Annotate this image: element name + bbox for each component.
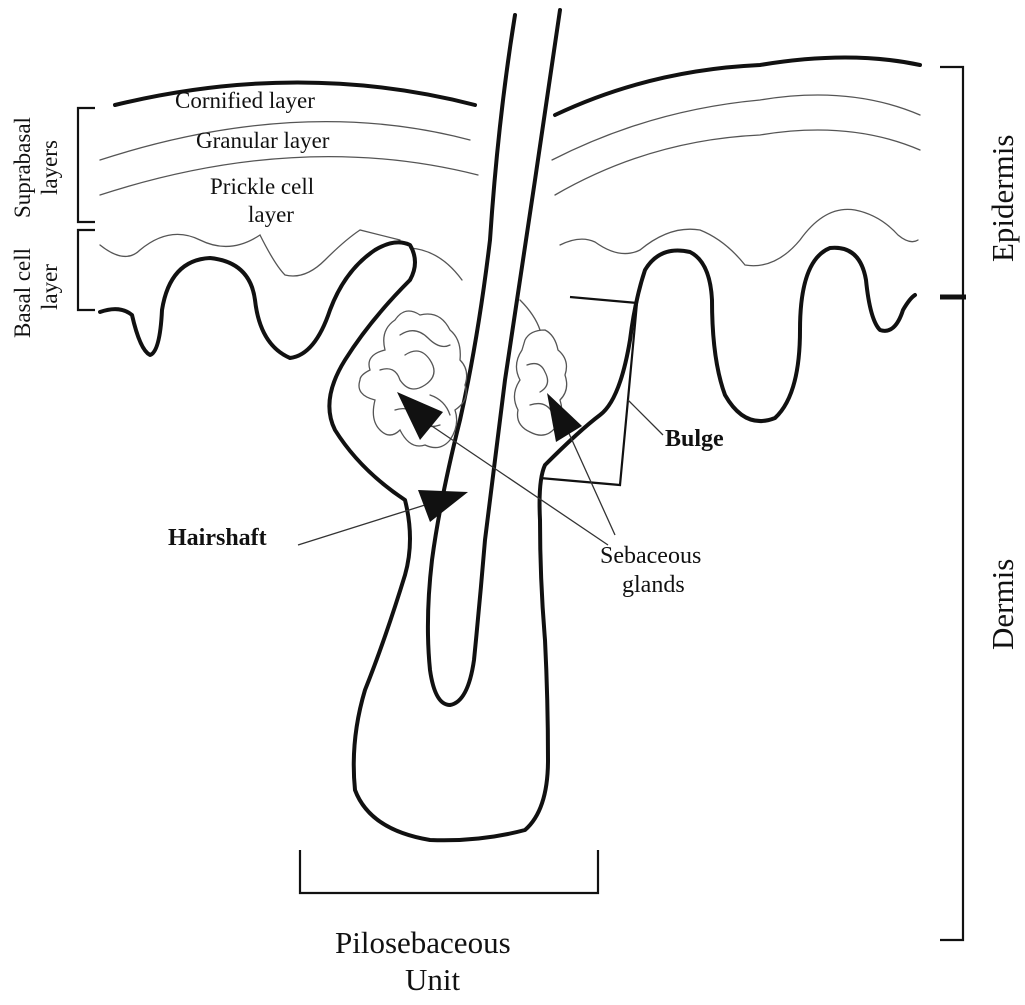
suprabasal-bracket (78, 108, 95, 222)
label-basal-2: layer (37, 264, 62, 310)
label-pilosebaceous-1: Pilosebaceous (335, 925, 511, 960)
basal-boundary-right (560, 209, 918, 265)
label-pilosebaceous-2: Unit (405, 962, 461, 997)
granular-boundary-right (552, 95, 920, 160)
prickle-boundary-right (555, 130, 920, 195)
basal-bracket (78, 230, 95, 310)
bulge-leader (628, 400, 663, 435)
label-cornified: Cornified layer (175, 88, 315, 113)
hair-shaft (428, 10, 560, 705)
label-prickle-1: Prickle cell (210, 174, 314, 199)
label-prickle-2: layer (248, 202, 294, 227)
sebaceous-gland-left (359, 311, 467, 448)
basal-boundary-left (100, 230, 462, 280)
label-hairshaft: Hairshaft (168, 525, 267, 551)
epidermis-bracket (940, 67, 963, 297)
label-sebaceous-1: Sebaceous (600, 543, 701, 569)
hairshaft-arrowhead (418, 490, 468, 522)
sebaceous-arrowhead-left (397, 392, 443, 440)
label-granular: Granular layer (196, 128, 330, 153)
pilosebaceous-bracket (300, 850, 598, 893)
label-bulge: Bulge (665, 426, 724, 452)
label-sebaceous-2: glands (622, 572, 685, 598)
label-suprabasal-1: Suprabasal (10, 117, 35, 218)
dermis-bracket (940, 297, 963, 940)
hairshaft-leader (298, 505, 425, 545)
label-basal-1: Basal cell (10, 248, 35, 338)
label-suprabasal-2: layers (37, 140, 62, 195)
skin-surface-right (555, 58, 920, 116)
label-dermis: Dermis (985, 559, 1020, 650)
label-epidermis: Epidermis (985, 135, 1020, 262)
sebaceous-leader-right (562, 418, 615, 535)
